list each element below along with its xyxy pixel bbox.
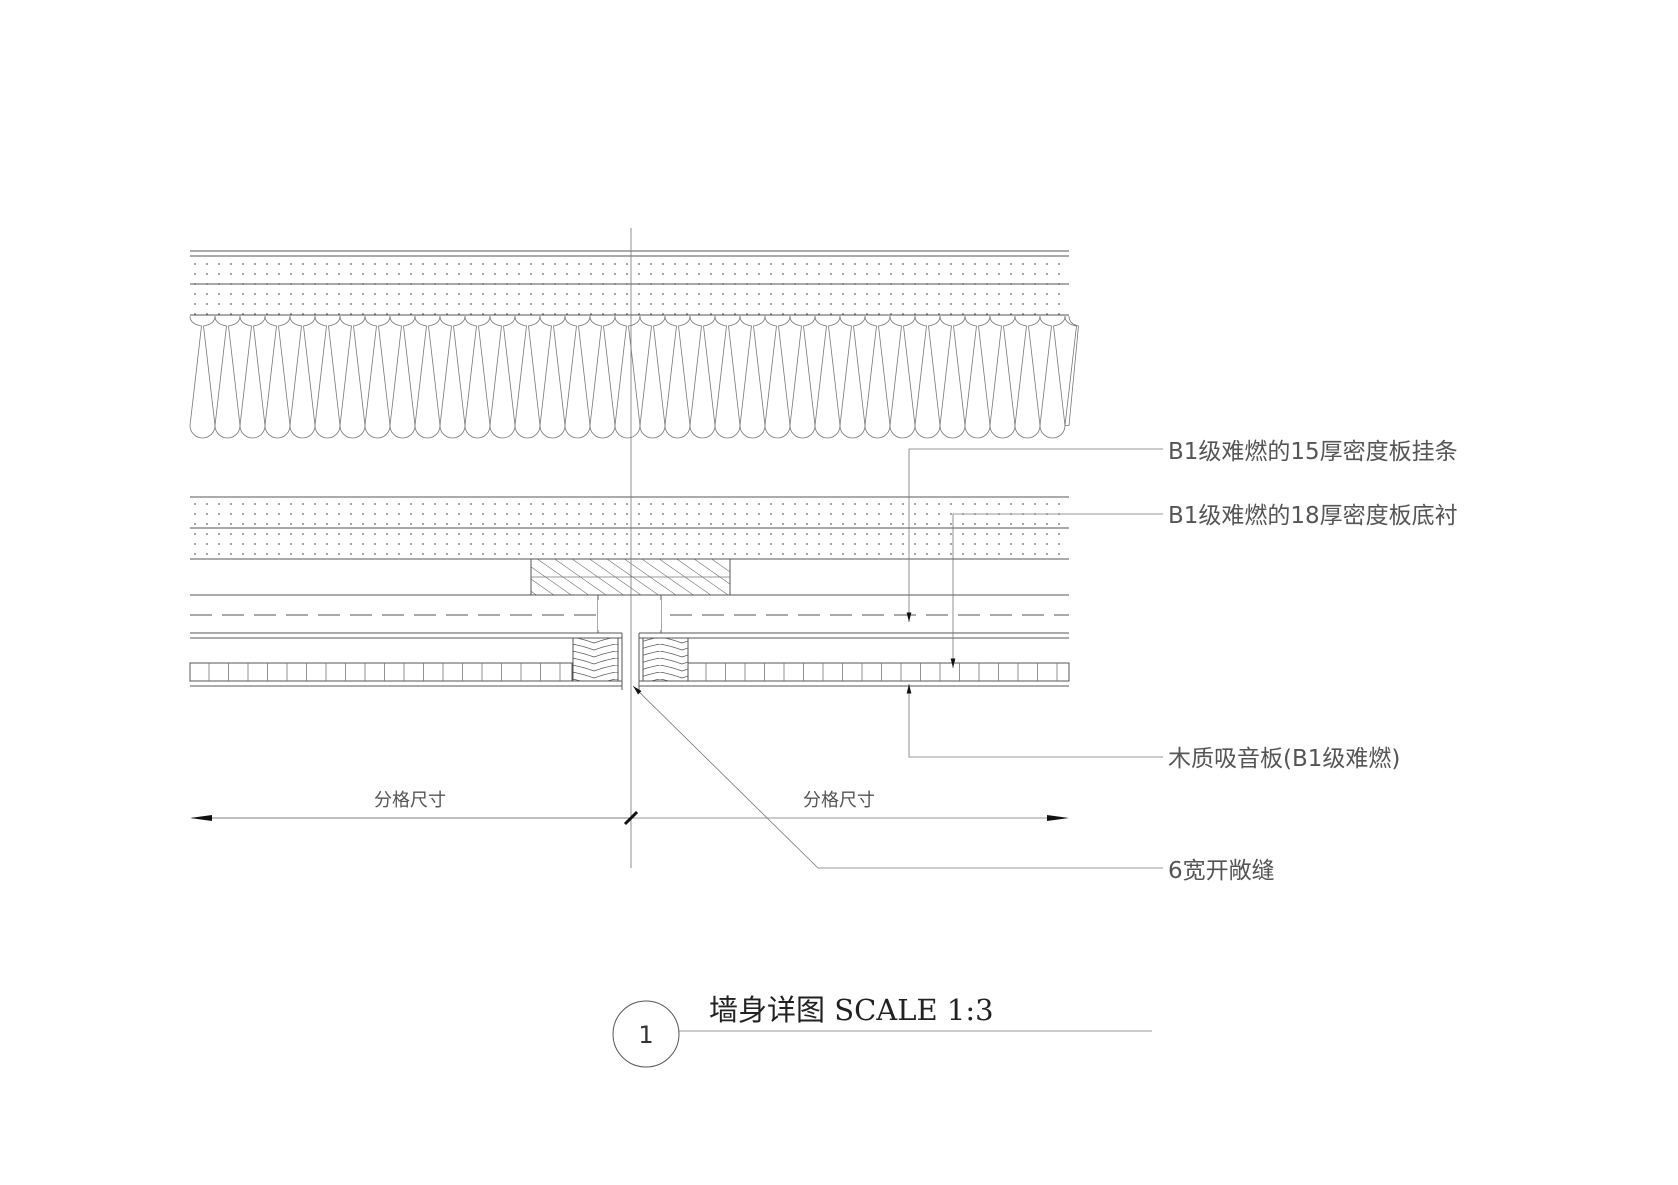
insulation-lobe	[739, 315, 766, 439]
label-backing: B1级难燃的18厚密度板底衬	[1168, 503, 1458, 529]
insulation-lobe	[564, 315, 591, 439]
insulation-lobe	[914, 315, 941, 439]
insulation-lobe	[239, 315, 266, 439]
insulation-lobe	[314, 315, 341, 439]
dimension-label-right: 分格尺寸	[803, 790, 875, 811]
insulation-lobe	[689, 315, 716, 439]
detail-number: 1	[638, 1021, 653, 1049]
insulation-lobe	[289, 315, 316, 439]
insulation-lobe	[389, 315, 416, 439]
insulation-lobe	[764, 315, 791, 439]
insulation-layer	[189, 315, 1079, 439]
insulation-lobe	[989, 315, 1016, 439]
insulation-lobe	[714, 315, 741, 439]
leader-batten	[906, 448, 1163, 622]
insulation-lobe	[789, 315, 816, 439]
insulation-lobe	[964, 315, 991, 439]
insulation-lobe	[639, 315, 666, 439]
insulation-lobe	[214, 315, 241, 439]
label-gap: 6宽开敞缝	[1168, 858, 1275, 884]
label-batten: B1级难燃的15厚密度板挂条	[1168, 439, 1458, 465]
backing-board	[190, 496, 1069, 560]
insulation-lobe	[264, 315, 291, 439]
acoustic-panel-right	[638, 632, 1070, 690]
insulation-lobe	[1064, 315, 1079, 427]
insulation-lobe	[514, 315, 541, 439]
panel-perforation-ticks	[208, 663, 1058, 681]
insulation-lobe	[614, 315, 641, 439]
insulation-lobe	[189, 315, 216, 439]
label-panel: 木质吸音板(B1级难燃)	[1168, 746, 1400, 772]
top-gypsum-board	[190, 250, 1069, 316]
drawing-title: 墙身详图 SCALE 1:3	[709, 993, 994, 1027]
insulation-lobe	[539, 315, 566, 439]
insulation-lobe	[464, 315, 491, 439]
dimension-label-left: 分格尺寸	[374, 790, 446, 811]
insulation-lobe	[864, 315, 891, 439]
acoustic-panel-left	[189, 632, 623, 690]
insulation-lobe	[589, 315, 616, 439]
insulation-lobe	[339, 315, 366, 439]
insulation-lobe	[814, 315, 841, 439]
detail-number-circle	[612, 1000, 680, 1068]
insulation-lobe	[1014, 315, 1041, 439]
insulation-lobe	[1039, 315, 1066, 439]
insulation-lobe	[489, 315, 516, 439]
insulation-lobe	[364, 315, 391, 439]
insulation-lobe	[839, 315, 866, 439]
insulation-lobe	[664, 315, 691, 439]
leader-gap	[632, 685, 1163, 869]
insulation-lobe	[414, 315, 441, 439]
leader-panel	[906, 684, 1163, 758]
leader-backing	[950, 513, 1163, 668]
insulation-lobe	[889, 315, 916, 439]
insulation-lobe	[939, 315, 966, 439]
insulation-lobe	[439, 315, 466, 439]
dimension-line	[190, 810, 1069, 826]
batten-block	[530, 558, 731, 596]
